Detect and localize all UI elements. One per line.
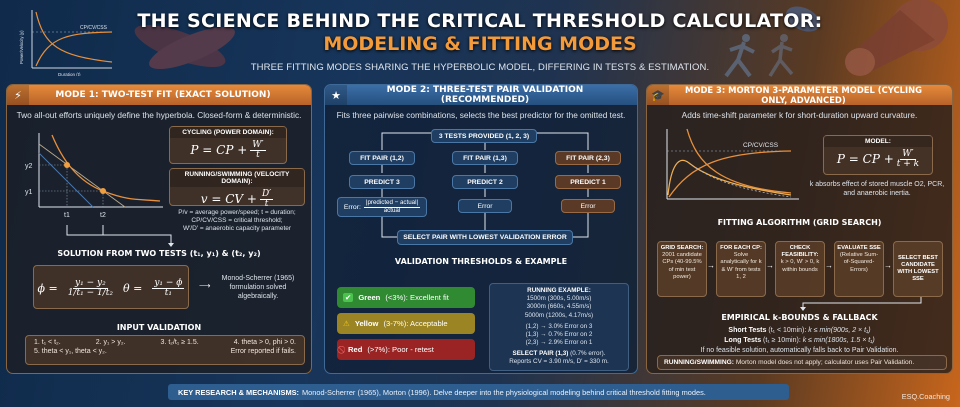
arrow-icon: → bbox=[884, 261, 892, 270]
svg-text:y1: y1 bbox=[25, 189, 33, 196]
mode3-model-chart: CP/CV/CSS bbox=[666, 128, 799, 200]
fit-pair-13-node: FIT PAIR (1,3) bbox=[452, 151, 518, 165]
mode3-header: 🎓 MODE 3: MORTON 3-PARAMETER MODEL (CYCL… bbox=[647, 85, 952, 105]
arrow-icon: → bbox=[825, 261, 833, 270]
mode3-panel: 🎓 MODE 3: MORTON 3-PARAMETER MODEL (CYCL… bbox=[646, 84, 953, 374]
mini-chart-line-label: CP/CV/CSS bbox=[80, 25, 108, 31]
mode3-title: MODE 3: MORTON 3-PARAMETER MODEL (CYCLIN… bbox=[685, 85, 922, 105]
graduation-cap-icon: 🎓 bbox=[647, 85, 669, 105]
fit-pair-23-node: FIT PAIR (2,3) bbox=[555, 151, 621, 165]
solution-title: SOLUTION FROM TWO TESTS (t₁, y₁) & (t₂, … bbox=[57, 249, 261, 258]
arrow-icon: ⟶ bbox=[199, 281, 211, 290]
solution-note: Monod-Scherrer (1965) formulation solved… bbox=[221, 275, 295, 300]
mode1-panel: ⚡ MODE 1: TWO-TEST FIT (EXACT SOLUTION) … bbox=[6, 84, 312, 374]
threshold-yellow: ⚠Yellow(3-7%): Acceptable bbox=[337, 313, 475, 334]
lightning-icon: ⚡ bbox=[7, 85, 29, 105]
mitochondria-icon bbox=[786, 6, 820, 32]
muscle-fiber-icon bbox=[845, 0, 948, 76]
mode1-header: ⚡ MODE 1: TWO-TEST FIT (EXACT SOLUTION) bbox=[7, 85, 311, 105]
svg-text:CP/CV/CSS: CP/CV/CSS bbox=[743, 142, 779, 149]
muscle-illustration-icon bbox=[134, 24, 235, 70]
cycling-formula-box: CYCLING (POWER DOMAIN): P = CP +W′t bbox=[169, 126, 287, 164]
footer-research-bar: KEY RESEARCH & MECHANISMS:Monod-Scherrer… bbox=[168, 384, 789, 400]
runners-illustration-icon bbox=[724, 34, 794, 78]
header-mini-chart: CP/CV/CSS Duration (t) Power/Velocity (y… bbox=[19, 10, 113, 76]
model-note: k absorbs effect of stored muscle O2, PC… bbox=[809, 181, 945, 197]
validation-box: 1. t₁ < t₂.2. y₁ > y₂.3. t₂/t₁ ≥ 1.5.4. … bbox=[25, 335, 305, 365]
error-node-2: Error bbox=[458, 199, 512, 213]
svg-text:t1: t1 bbox=[64, 212, 70, 219]
mode2-panel: ★ MODE 2: THREE-TEST PAIR VALIDATION (RE… bbox=[324, 84, 638, 374]
predict-1-node: PREDICT 1 bbox=[555, 175, 621, 189]
mode1-connector bbox=[66, 225, 174, 247]
thresholds-title: VALIDATION THRESHOLDS & EXAMPLE bbox=[394, 257, 568, 266]
arrow-icon: → bbox=[766, 261, 774, 270]
step-check-feasibility: CHECK FEASIBILITY:k > 0, W′ > 0, k withi… bbox=[775, 241, 825, 297]
brand-label: ESQ.Coaching bbox=[901, 392, 950, 401]
bounds-connector bbox=[800, 297, 922, 311]
running-formula-box: RUNNING/SWIMMING (VELOCITY DOMAIN): v = … bbox=[169, 168, 305, 208]
validation-title: INPUT VALIDATION bbox=[116, 323, 202, 332]
step-for-each-cp: FOR EACH CP:Solve analytically for k & W… bbox=[716, 241, 766, 297]
bounds-rules: Short Tests (t₁ < 10min): k ≤ min(900s, … bbox=[700, 327, 899, 355]
mode1-title: MODE 1: TWO-TEST FIT (EXACT SOLUTION) bbox=[55, 90, 271, 100]
mode2-title: MODE 2: THREE-TEST PAIR VALIDATION (RECO… bbox=[386, 85, 584, 105]
svg-text:y2: y2 bbox=[25, 163, 33, 170]
threshold-red: ⃠Red(>7%): Poor - retest bbox=[337, 339, 475, 360]
svg-text:Power/Velocity (y): Power/Velocity (y) bbox=[19, 30, 24, 64]
fit-pair-12-node: FIT PAIR (1,2) bbox=[349, 151, 415, 165]
tests-provided-node: 3 TESTS PROVIDED (1, 2, 3) bbox=[431, 129, 537, 143]
mode1-legend: P/v = average power/speed; t = duration;… bbox=[178, 209, 296, 233]
svg-text:t2: t2 bbox=[100, 212, 106, 219]
svg-text:Duration (t): Duration (t) bbox=[58, 72, 81, 76]
step-evaluate-sse: EVALUATE SSE(Relative Sum-of-Squared-Err… bbox=[834, 241, 884, 297]
star-icon: ★ bbox=[325, 85, 347, 105]
mode1-description: Two all-out efforts uniquely define the … bbox=[16, 110, 302, 120]
predict-3-node: PREDICT 3 bbox=[349, 175, 415, 189]
arrow-icon: → bbox=[707, 261, 715, 270]
running-example-box: RUNNING EXAMPLE: 1500m (300s, 5.00m/s)30… bbox=[489, 283, 629, 371]
algorithm-title: FITTING ALGORITHM (GRID SEARCH) bbox=[717, 218, 882, 227]
running-swimming-note: RUNNING/SWIMMING: Morton model does not … bbox=[657, 355, 947, 370]
check-icon: ✔ bbox=[343, 293, 354, 302]
mode1-hyperbola-chart: y2 y1 t1 t2 bbox=[25, 133, 163, 219]
page-tagline: THREE FITTING MODES SHARING THE HYPERBOL… bbox=[250, 62, 710, 73]
step-select-best: SELECT BEST CANDIDATE WITH LOWEST SSE bbox=[893, 241, 943, 297]
page-title: THE SCIENCE BEHIND THE CRITICAL THRESHOL… bbox=[137, 10, 823, 32]
threshold-green: ✔Green(<3%): Excellent fit bbox=[337, 287, 475, 308]
bounds-title: EMPIRICAL k-BOUNDS & FALLBACK bbox=[721, 313, 878, 322]
morton-model-box: MODEL: P = CP +W′t + k bbox=[823, 135, 933, 175]
mode2-description: Fits three pairwise combinations, select… bbox=[336, 110, 626, 120]
warning-icon: ⚠ bbox=[343, 319, 350, 328]
step-grid-search: GRID SEARCH:2001 candidate CPs (40-99.5%… bbox=[657, 241, 707, 297]
error-node-1: Error bbox=[561, 199, 615, 213]
predict-2-node: PREDICT 2 bbox=[452, 175, 518, 189]
select-pair-node: SELECT PAIR WITH LOWEST VALIDATION ERROR bbox=[397, 230, 573, 245]
error-formula-node: Error:|predicted − actual|actual bbox=[337, 197, 427, 217]
mode3-description: Adds time-shift parameter k for short-du… bbox=[681, 110, 918, 120]
page-subtitle: MODELING & FITTING MODES bbox=[323, 33, 637, 55]
mode2-header: ★ MODE 2: THREE-TEST PAIR VALIDATION (RE… bbox=[325, 85, 637, 105]
